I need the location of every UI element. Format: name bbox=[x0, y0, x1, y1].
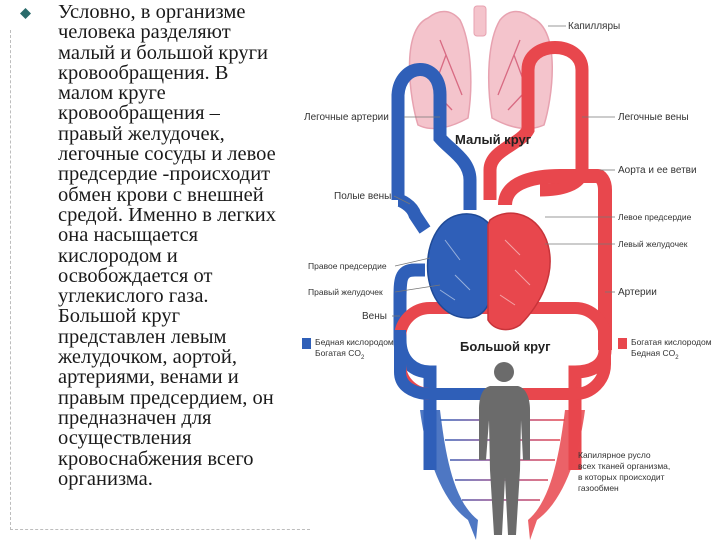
legend-blue-co: Богатая CO bbox=[315, 348, 361, 358]
text-line: артериями, венами и bbox=[58, 366, 239, 389]
text-line: организма. bbox=[58, 467, 153, 490]
label-left-atrium: Левое предсердие bbox=[618, 212, 692, 222]
text-line: освобождается от bbox=[58, 264, 213, 287]
text-line: кровоснабжения всего bbox=[58, 447, 254, 470]
legend-swatch-red bbox=[618, 338, 627, 349]
legend-oxygenated: Богатая кислородом Бедная CO2 bbox=[618, 337, 712, 361]
label-right-atrium: Правое предсердие bbox=[308, 261, 387, 271]
legend-deoxygenated: Бедная кислородом Богатая CO2 bbox=[302, 337, 394, 361]
text-line: средой. Именно в легких bbox=[58, 203, 276, 226]
text-line: легочные сосуды и левое bbox=[58, 143, 276, 166]
panel-border-bottom bbox=[10, 529, 310, 530]
text-line: кровообращения. В bbox=[58, 61, 229, 84]
legend-swatch-blue bbox=[302, 338, 311, 349]
legend-blue-line2: Богатая CO2 bbox=[315, 348, 365, 361]
text-line: кровообращения – bbox=[58, 102, 220, 125]
circulation-diagram: Капилляры Легочные артерии Легочные вены… bbox=[302, 5, 712, 540]
capillary-note-line3: в которых происходит bbox=[578, 472, 665, 482]
label-pulmonary-arteries: Легочные артерии bbox=[304, 112, 389, 123]
systemic-venous-return bbox=[394, 330, 500, 400]
text-line: малый и большой круги bbox=[58, 41, 268, 64]
heart bbox=[426, 212, 551, 331]
text-line: осуществления bbox=[58, 427, 192, 450]
lungs bbox=[408, 5, 553, 130]
text-line: правый желудочек, bbox=[58, 122, 225, 145]
legend-red-subscript: 2 bbox=[675, 355, 679, 361]
diamond-bullet-icon bbox=[20, 8, 31, 19]
capillary-note-line2: всех тканей организма, bbox=[578, 461, 670, 471]
label-left-ventricle: Левый желудочек bbox=[618, 239, 688, 249]
capillary-bed-venous bbox=[420, 410, 478, 540]
legend-red-co: Бедная CO bbox=[631, 348, 676, 358]
label-right-ventricle: Правый желудочек bbox=[308, 287, 383, 297]
legend-blue-subscript: 2 bbox=[361, 355, 365, 361]
label-aorta: Аорта и ее ветви bbox=[618, 165, 697, 176]
text-panel: Условно, в организме человека разделяют … bbox=[6, 0, 312, 530]
text-line: она насыщается bbox=[58, 224, 199, 247]
capillary-note-line1: Капилярное русло bbox=[578, 450, 651, 460]
text-line: углекислого газа. bbox=[58, 285, 209, 308]
superior-vena-cava bbox=[396, 193, 431, 234]
text-line: предсердие -происходит bbox=[58, 163, 271, 186]
aorta bbox=[498, 169, 612, 350]
legend-blue-line1: Бедная кислородом bbox=[315, 337, 394, 347]
text-line: предназначен для bbox=[58, 406, 212, 429]
text-line: желудочком, аортой, bbox=[58, 346, 238, 369]
capillary-note-line4: газообмен bbox=[578, 483, 619, 493]
legend-red-line2: Бедная CO2 bbox=[631, 348, 679, 361]
text-line: Большой круг bbox=[58, 305, 181, 328]
label-capillaries: Капилляры bbox=[568, 21, 620, 32]
text-line: правым предсердием, он bbox=[58, 386, 274, 409]
legend-red-line1: Богатая кислородом bbox=[631, 337, 712, 347]
text-line: человека разделяют bbox=[58, 21, 231, 44]
label-big-circle: Большой круг bbox=[460, 339, 551, 354]
body-paragraph: Условно, в организме человека разделяют … bbox=[58, 1, 320, 490]
text-line: Условно, в организме bbox=[58, 1, 246, 23]
label-arteries: Артерии bbox=[618, 287, 657, 298]
pulmonary-artery bbox=[391, 63, 477, 210]
label-hollow-veins: Полые вены bbox=[334, 191, 391, 202]
label-small-circle: Малый круг bbox=[455, 132, 532, 147]
capillary-bed-arterial bbox=[528, 410, 585, 540]
panel-border-left bbox=[10, 30, 11, 530]
text-line: представлен левым bbox=[58, 325, 227, 348]
human-silhouette bbox=[479, 362, 530, 535]
text-line: обмен крови с внешней bbox=[58, 183, 264, 206]
text-line: малом круге bbox=[58, 82, 166, 105]
label-veins: Вены bbox=[362, 311, 387, 322]
leader-lines bbox=[392, 25, 615, 317]
label-pulmonary-veins: Легочные вены bbox=[618, 112, 689, 123]
text-line: кислородом и bbox=[58, 244, 178, 267]
